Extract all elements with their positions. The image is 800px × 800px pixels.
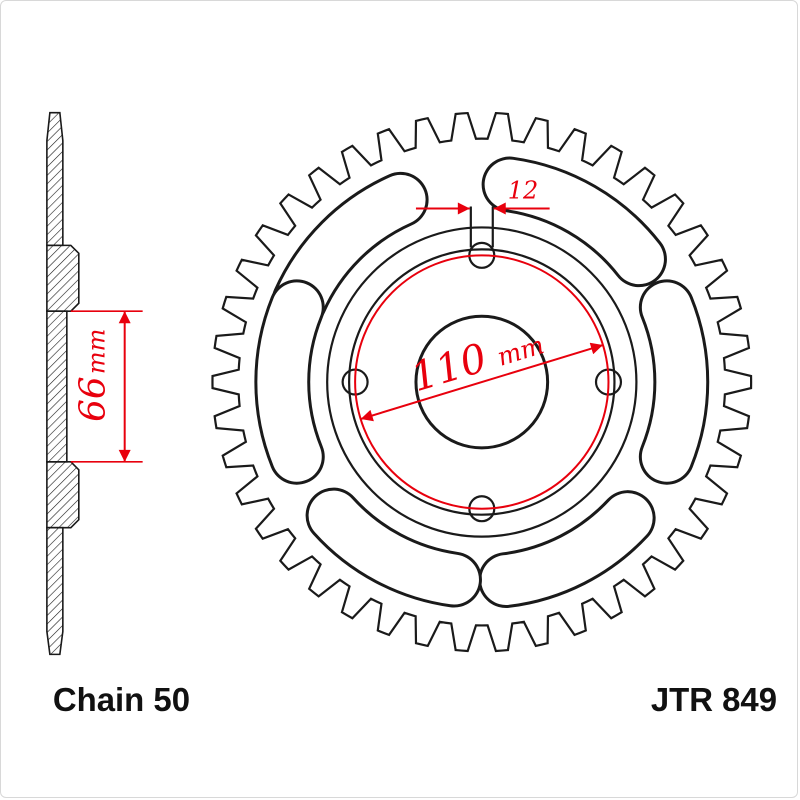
sprocket-front-view [211, 111, 753, 653]
plate-top-section [46, 111, 64, 247]
hub-inner-circle [348, 248, 616, 516]
hub-flange-upper [46, 244, 80, 313]
plate-bottom-section [46, 526, 64, 656]
dimension-line-110 [360, 342, 604, 422]
hub-flange-lower [46, 461, 80, 529]
sprocket-side-view [46, 111, 80, 656]
chain-type-label: Chain 50 [53, 681, 190, 718]
lightening-slots [254, 156, 710, 608]
dimension-hub-offset: 66 mm [70, 310, 143, 463]
dim-66-value: 66 [73, 376, 114, 422]
bolt-circle-110mm [354, 254, 610, 510]
hub-middle-section [46, 310, 68, 463]
part-number-label: JTR 849 [651, 681, 777, 718]
dim-12-value: 12 [508, 177, 538, 205]
dim-66-unit: mm [83, 329, 111, 374]
dimension-top-slot: 12 [415, 177, 550, 215]
hub-outer-circle [326, 226, 638, 538]
